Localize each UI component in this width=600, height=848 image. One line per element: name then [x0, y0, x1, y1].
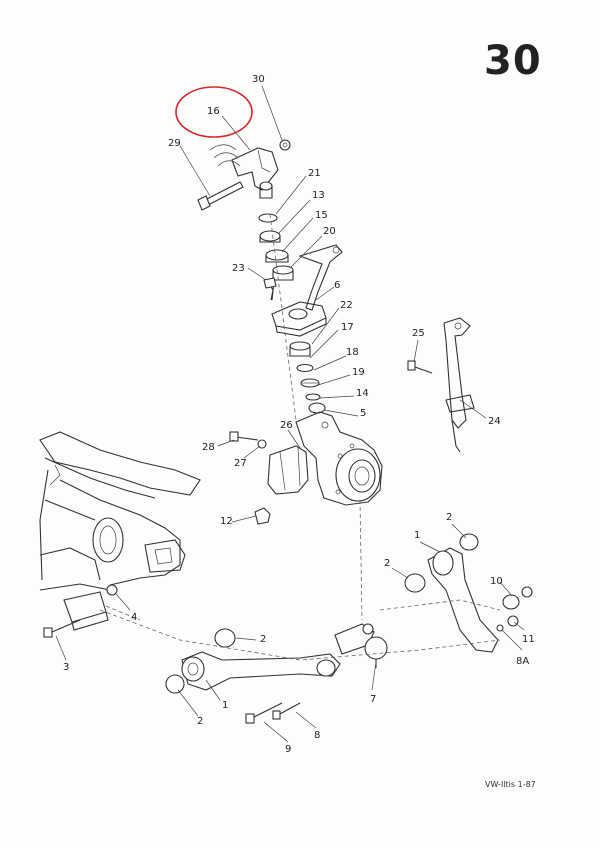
bushing-stack: [289, 341, 326, 414]
callout-30[interactable]: 30: [252, 74, 265, 85]
callout-25[interactable]: 25: [412, 328, 425, 339]
knuckle-plate-6: [271, 301, 327, 337]
stabilizer-link-24: [407, 317, 475, 453]
caliper-26: [267, 445, 309, 495]
left-wishbone: [165, 628, 341, 694]
steering-knuckle-5: [295, 411, 383, 506]
callout-1-a[interactable]: 1: [414, 530, 420, 541]
callout-28[interactable]: 28: [202, 442, 215, 453]
callout-19[interactable]: 19: [352, 367, 365, 378]
callout-27[interactable]: 27: [234, 458, 247, 469]
callout-17[interactable]: 17: [341, 322, 354, 333]
callout-29[interactable]: 29: [168, 138, 181, 149]
bolts-8-9: [245, 702, 301, 724]
callout-10[interactable]: 10: [490, 576, 503, 587]
callout-24[interactable]: 24: [488, 416, 501, 427]
small-fasteners: [229, 431, 271, 525]
footer-code: VW-Iltis 1-87: [485, 780, 536, 789]
callout-23[interactable]: 23: [232, 263, 245, 274]
callout-22[interactable]: 22: [340, 300, 353, 311]
callout-2-a[interactable]: 2: [446, 512, 452, 523]
callout-8[interactable]: 8: [314, 730, 320, 741]
callout-7[interactable]: 7: [370, 694, 376, 705]
callout-6[interactable]: 6: [334, 280, 340, 291]
callout-5[interactable]: 5: [360, 408, 366, 419]
ball-joint-7: [334, 623, 388, 668]
kingpin-stack: [258, 213, 343, 311]
callout-16[interactable]: 16: [207, 106, 220, 117]
page-number: 30: [484, 38, 542, 84]
assembly-lines: [99, 213, 501, 661]
callout-18[interactable]: 18: [346, 347, 359, 358]
callout-3[interactable]: 3: [63, 662, 69, 673]
callout-8a[interactable]: 8A: [516, 656, 529, 667]
callout-13[interactable]: 13: [312, 190, 325, 201]
callout-26[interactable]: 26: [280, 420, 293, 431]
callout-14[interactable]: 14: [356, 388, 369, 399]
right-wishbone: [404, 533, 533, 653]
callout-4[interactable]: 4: [131, 612, 137, 623]
callout-21[interactable]: 21: [308, 168, 321, 179]
callout-12[interactable]: 12: [220, 516, 233, 527]
callout-2-d[interactable]: 2: [197, 716, 203, 727]
leader-lines: [55, 85, 525, 743]
callout-2-c[interactable]: 2: [260, 634, 266, 645]
callout-20[interactable]: 20: [323, 226, 336, 237]
highlight-circle: [175, 86, 253, 138]
frame-mount: [43, 584, 118, 638]
callout-9[interactable]: 9: [285, 744, 291, 755]
upper-bracket: [209, 144, 279, 199]
callout-labels: 30 16 29 21 13 15 20 23 6 22 17 18 19 14…: [63, 74, 535, 755]
callout-2-b[interactable]: 2: [384, 558, 390, 569]
nut-30: [279, 139, 291, 151]
bolt-29: [197, 181, 244, 211]
callout-11[interactable]: 11: [522, 634, 535, 645]
chassis-frame: [39, 431, 201, 591]
callout-1-b[interactable]: 1: [222, 700, 228, 711]
callout-15[interactable]: 15: [315, 210, 328, 221]
